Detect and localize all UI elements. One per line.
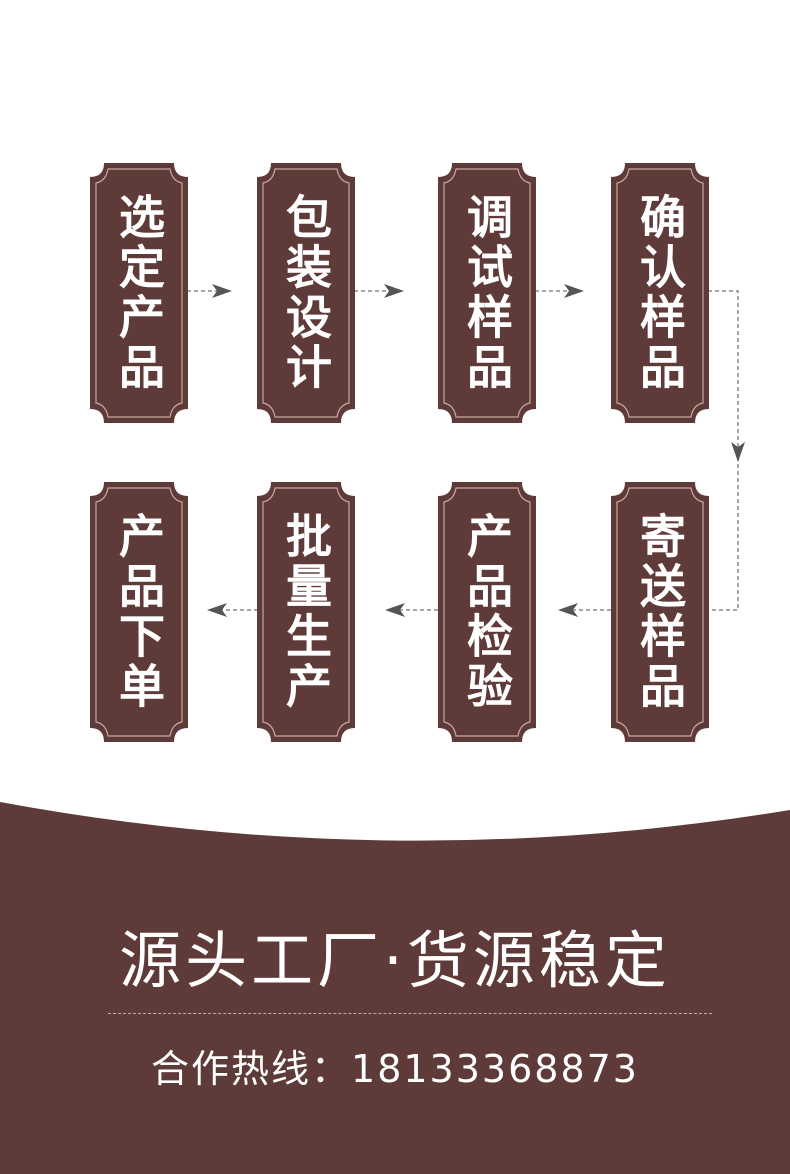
step-label: 调试样品 (460, 193, 514, 393)
step-card-frame (90, 482, 188, 742)
arrow-left-icon (207, 603, 227, 617)
step-label: 产品检验 (460, 512, 514, 712)
step-card-1: 选定产品 (90, 163, 188, 423)
arrow-right-icon (212, 284, 232, 298)
step-label: 产品下单 (112, 512, 166, 712)
step-card-frame (90, 163, 188, 423)
step-label: 包装设计 (279, 193, 333, 393)
footer-divider (108, 1013, 712, 1014)
step-card-6: 产品检验 (438, 482, 536, 742)
step-card-7: 批量生产 (257, 482, 355, 742)
step-card-frame (611, 482, 709, 742)
arrow-right-icon (384, 284, 404, 298)
step-card-frame (438, 163, 536, 423)
step-label: 批量生产 (279, 512, 333, 712)
step-label: 选定产品 (112, 193, 166, 393)
step-card-frame (257, 482, 355, 742)
hotline-label: 合作热线： (151, 1047, 352, 1091)
hotline: 合作热线：18133368873 (0, 1038, 790, 1093)
step-card-4: 确认样品 (611, 163, 709, 423)
footer-background (0, 802, 790, 1174)
step-card-2: 包装设计 (257, 163, 355, 423)
process-connectors (187, 284, 745, 617)
step-card-frame (438, 482, 536, 742)
step-card-5: 寄送样品 (611, 482, 709, 742)
connector-4-5 (708, 290, 739, 611)
arrow-left-icon (385, 603, 405, 617)
step-label: 确认样品 (633, 193, 687, 393)
arrow-left-icon (558, 603, 578, 617)
step-card-3: 调试样品 (438, 163, 536, 423)
slogan: 源头工厂·货源稳定 (119, 924, 671, 997)
step-card-8: 产品下单 (90, 482, 188, 742)
arrow-right-icon (564, 284, 584, 298)
footer-banner: 源头工厂·货源稳定 合作热线：18133368873 (0, 780, 790, 1174)
step-card-frame (611, 163, 709, 423)
step-label: 寄送样品 (633, 512, 687, 712)
hotline-number[interactable]: 18133368873 (351, 1047, 639, 1091)
step-card-frame (257, 163, 355, 423)
arrow-down-icon (731, 442, 745, 462)
